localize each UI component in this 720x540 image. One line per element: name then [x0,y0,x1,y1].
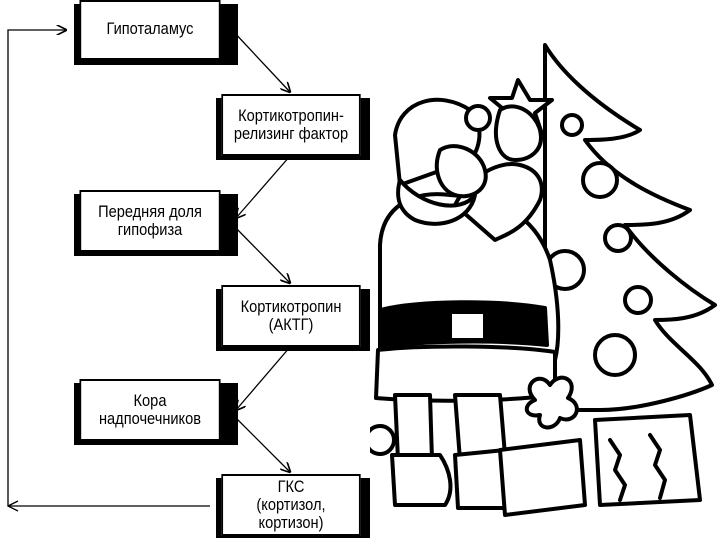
santa-face [434,144,488,199]
arrow-crh-to-pituitary [236,155,291,218]
ornament [593,333,637,377]
box-hypothalamus-label: Гипоталамус [106,19,194,38]
feedback-arrowhead-left [7,500,19,512]
feedback-line-gcs-to-hypothalamus [7,30,210,507]
santa-leg-left [393,393,434,462]
ornament [581,161,619,199]
present-bow [524,375,579,430]
box-adrenal-cortex-label: Кора надпочечников [98,391,202,428]
santa-beard [396,178,477,226]
box-anterior-pituitary-label: Передняя доля гипофиза [98,202,202,239]
santa-tree-illustration [370,0,720,540]
arrow-adrenal-to-gcs [231,413,290,472]
box-crh-label: Кортикотропин- релизинг фактор [233,106,349,143]
ornament [560,113,584,137]
box-acth-label: Кортикотропин (АКТГ) [240,297,342,334]
present-box [593,413,702,507]
hat-pompom [464,104,492,132]
ornament [603,223,633,253]
arrow-acth-to-adrenal [236,346,291,410]
present-zigzag [608,433,667,502]
present-box [498,438,587,517]
box-hypothalamus: Гипоталамус [79,0,221,60]
box-glucocorticoids-label: ГКС (кортизол, кортизон) [256,477,326,532]
belt-buckle [448,310,487,342]
santa-boot-left [390,453,453,507]
box-adrenal-cortex: Кора надпочечников [79,379,221,441]
ornament [623,285,653,315]
box-anterior-pituitary: Передняя доля гипофиза [79,190,221,252]
arrow-pituitary-to-acth [231,223,290,283]
box-crh: Кортикотропин- релизинг фактор [221,94,361,156]
box-acth: Кортикотропин (АКТГ) [221,285,361,347]
santa-glove [494,104,543,162]
arrow-hypothalamus-to-crh [231,29,290,92]
box-glucocorticoids: ГКС (кортизол, кортизон) [221,474,361,536]
small-ball [370,424,396,456]
santa-tree-drawing [370,43,717,517]
